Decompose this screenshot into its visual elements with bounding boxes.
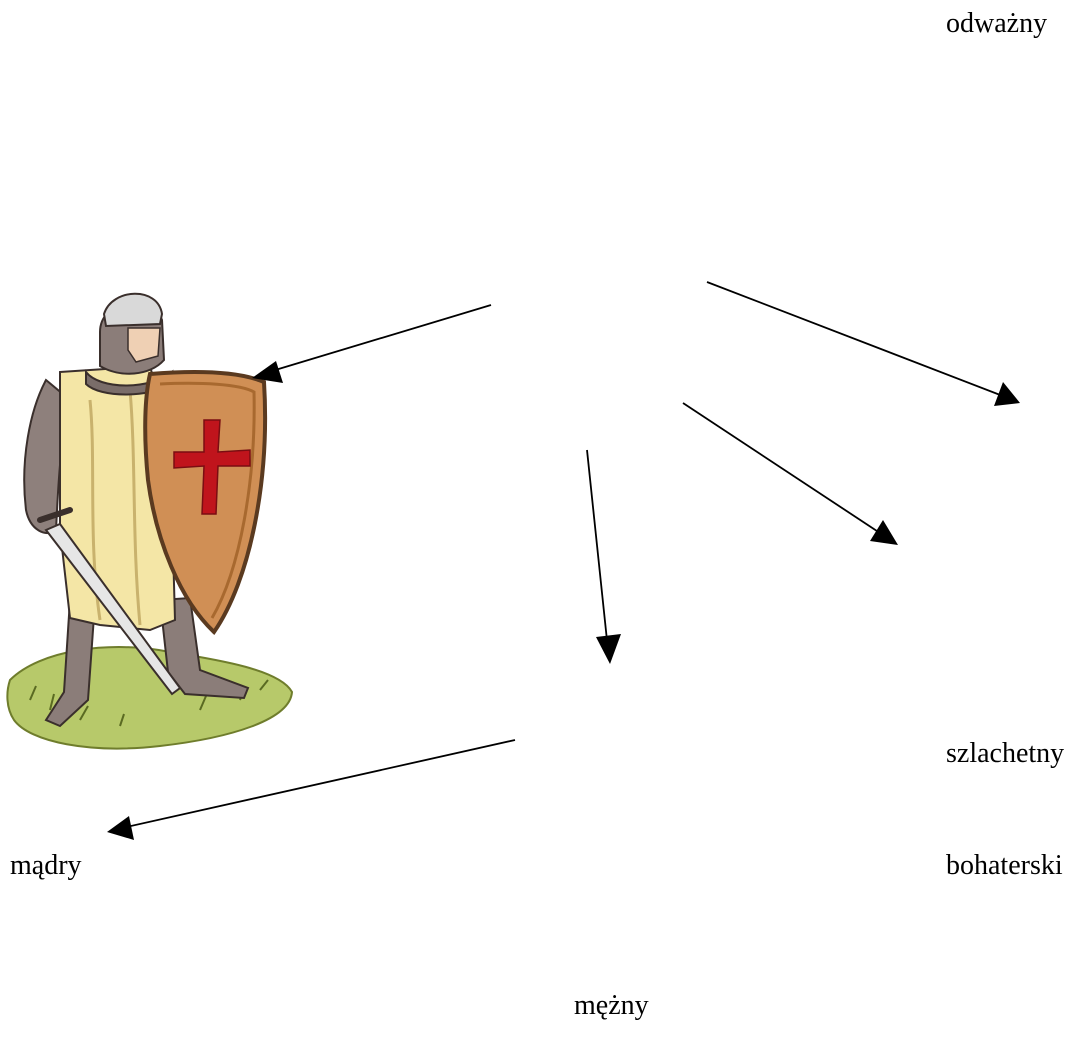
arrow-lower-left: [107, 740, 515, 840]
word-odwazny: odważny: [946, 8, 1047, 40]
arrow-middle-right: [683, 403, 898, 545]
arrow-to-knight: [252, 305, 491, 383]
arrow-upper-right: [707, 282, 1020, 406]
word-mezny: mężny: [574, 990, 649, 1022]
word-bohaterski: bohaterski: [946, 850, 1063, 882]
word-madry: mądry: [10, 850, 82, 882]
word-szlachetny: szlachetny: [946, 738, 1064, 770]
arrow-down: [587, 450, 621, 664]
